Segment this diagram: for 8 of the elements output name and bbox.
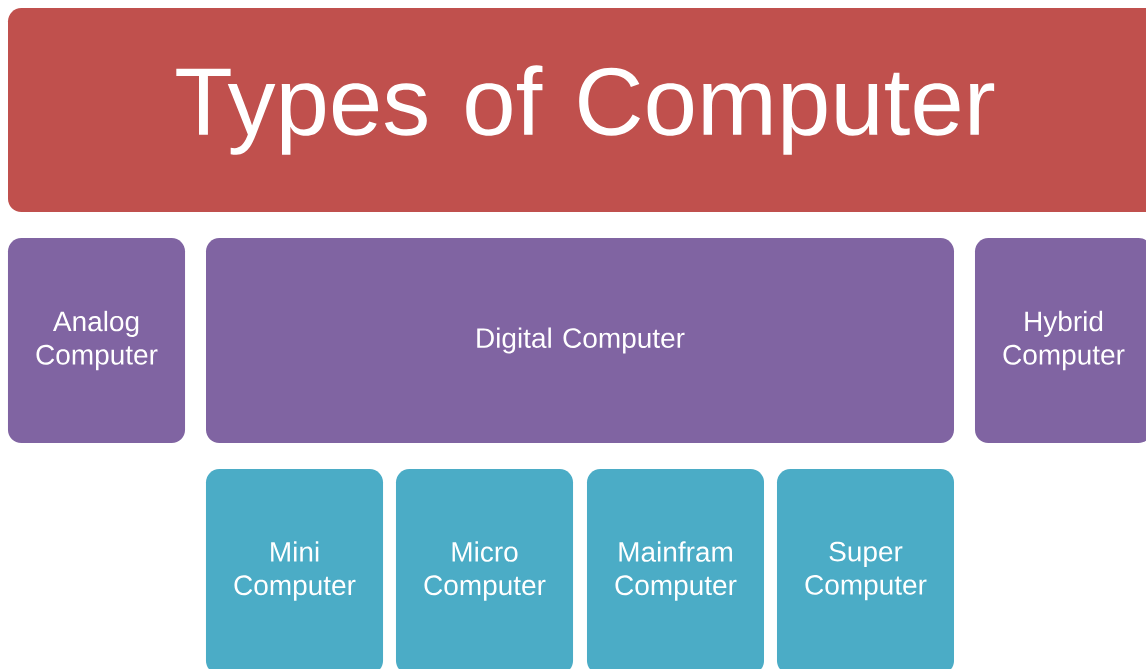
- subcategory-box: Mainfram Computer: [586, 469, 765, 669]
- subcategory-box: Super Computer: [776, 469, 955, 669]
- subcategory-box: Micro Computer: [396, 469, 574, 669]
- category-box: Hybrid Computer: [975, 238, 1146, 444]
- title-banner: Types of Computer: [8, 8, 1146, 212]
- category-box: Digital Computer: [206, 238, 954, 444]
- subcategory-box: Mini Computer: [205, 469, 384, 669]
- category-box: Analog Computer: [7, 238, 186, 444]
